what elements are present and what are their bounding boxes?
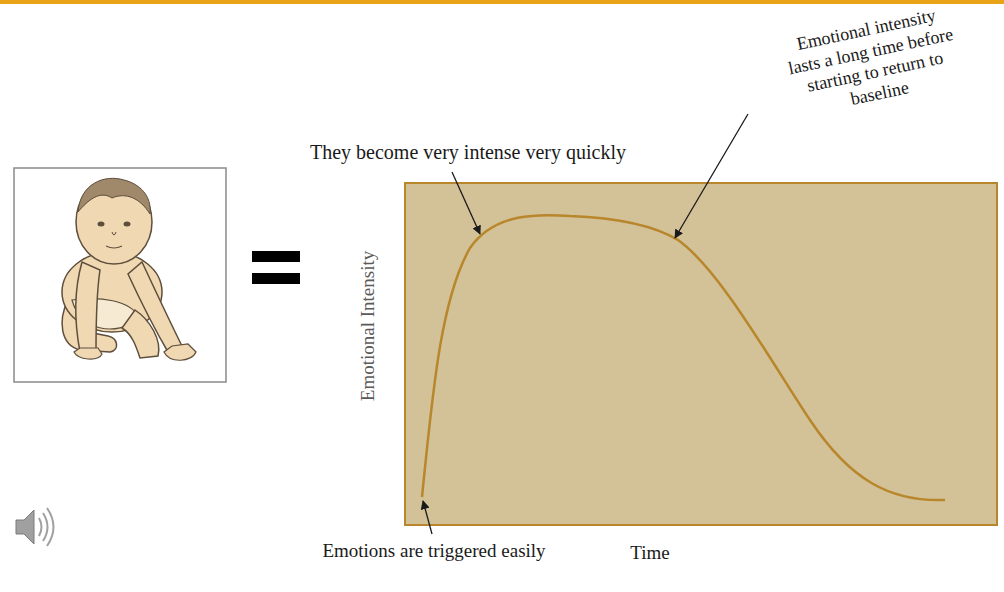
annotation-text: Emotional intensity lasts a long time be… bbox=[782, 2, 964, 121]
leader-arrow bbox=[452, 172, 480, 234]
speaker-icon bbox=[16, 508, 54, 546]
chart-area bbox=[405, 183, 997, 525]
annotation-text: Emotions are triggered easily bbox=[322, 540, 545, 563]
annotation-text: They become very intense very quickly bbox=[310, 140, 626, 164]
emotion-curve bbox=[422, 215, 945, 500]
axis-label: Time bbox=[630, 542, 669, 565]
baby-illustration bbox=[14, 168, 226, 382]
axis-label: Emotional Intensity bbox=[357, 251, 380, 401]
leader-arrow bbox=[675, 114, 748, 238]
top-bar bbox=[0, 0, 1004, 4]
equals-sign bbox=[252, 251, 300, 284]
leader-arrow bbox=[423, 501, 432, 534]
